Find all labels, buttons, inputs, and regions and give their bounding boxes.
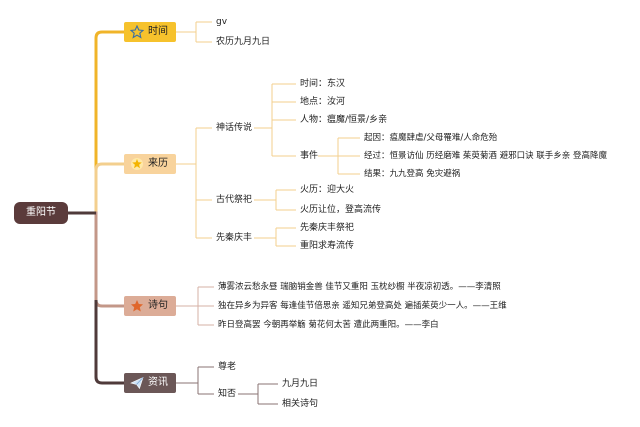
category-info[interactable]: 资讯 <box>124 373 176 393</box>
star-outline-icon <box>130 25 144 39</box>
harvest-item-0: 先秦庆丰祭祀 <box>300 223 355 233</box>
know-item-1: 相关诗句 <box>282 399 319 409</box>
info-respect: 尊老 <box>218 362 237 372</box>
category-poem[interactable]: 诗句 <box>124 296 176 316</box>
poem-1: 独在异乡为异客 每逢佳节倍思亲 遥知兄弟登高处 遍插茱萸少一人。——王维 <box>218 301 507 311</box>
category-label: 诗句 <box>148 300 168 311</box>
time-item-0: gv <box>216 17 228 27</box>
sacrifice-item-0: 火历：迎大火 <box>300 185 355 195</box>
info-know: 知否 <box>218 389 237 399</box>
poem-0: 薄雾浓云愁永昼 瑞脑销金兽 佳节又重阳 玉枕纱橱 半夜凉初透。——李清照 <box>218 282 501 292</box>
harvest-node: 先秦庆丰 <box>216 233 253 243</box>
connector-time <box>68 30 124 215</box>
glowing-star-icon <box>131 158 143 170</box>
connector-poem <box>68 211 124 308</box>
category-time[interactable]: 时间 <box>124 22 176 42</box>
sacrifice-node: 古代祭祀 <box>216 195 253 205</box>
myth-place: 地点：汝河 <box>300 97 346 107</box>
myth-time: 时间：东汉 <box>300 79 346 89</box>
paper-plane-icon <box>130 376 144 390</box>
category-label: 时间 <box>148 26 168 37</box>
myth-node: 神话传说 <box>216 123 253 133</box>
sacrifice-item-1: 火历让位，登高流传 <box>300 205 382 215</box>
category-label: 来历 <box>148 158 168 169</box>
event-result: 结果：九九登高 免灾避祸 <box>364 169 461 179</box>
star-icon <box>131 300 143 312</box>
root-node[interactable]: 重阳节 <box>14 202 68 224</box>
event-process: 经过：恒景访仙 历经磨难 茱萸菊酒 避邪口诀 联手乡亲 登高降魔 <box>364 151 608 161</box>
category-origin[interactable]: 来历 <box>124 154 176 174</box>
category-label: 资讯 <box>148 377 168 388</box>
event-cause: 起因：瘟魔肆虐/父母罹难/人命危殆 <box>364 133 498 143</box>
time-item-1: 农历九月九日 <box>216 37 271 47</box>
connector-info <box>94 300 124 385</box>
connector-origin <box>94 162 124 213</box>
harvest-item-1: 重阳求寿流传 <box>300 241 355 251</box>
poem-2: 昨日登高罢 今朝再举觞 菊花何太苦 遭此两重阳。——李白 <box>218 320 439 330</box>
myth-people: 人物：瘟魔/恒景/乡亲 <box>300 115 388 125</box>
myth-event: 事件 <box>300 151 319 161</box>
know-item-0: 九月九日 <box>282 379 319 389</box>
